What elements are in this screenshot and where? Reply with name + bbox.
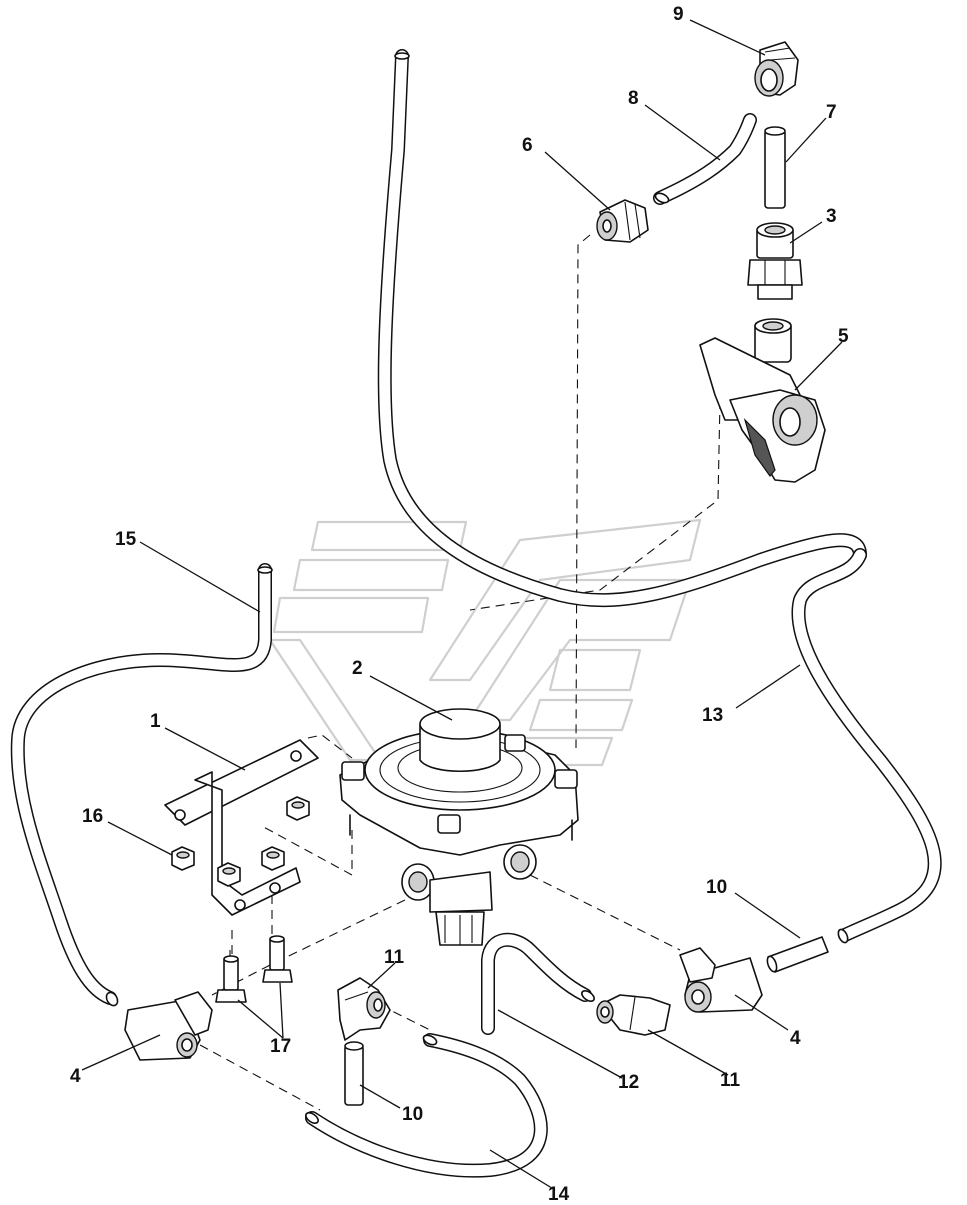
- tee-fitting-4-right: [679, 947, 763, 1013]
- callout-2: 2: [352, 658, 363, 679]
- callout-4-left: 4: [70, 1066, 81, 1087]
- callout-17: 17: [270, 1036, 291, 1057]
- relay-valve-2: [339, 708, 579, 946]
- callout-11-left: 11: [384, 947, 405, 968]
- callout-6: 6: [522, 135, 533, 156]
- callout-7: 7: [826, 102, 837, 123]
- elbow-fitting-11-left: [337, 977, 391, 1041]
- callout-9: 9: [673, 4, 684, 25]
- leader-lines: [81, 19, 843, 1191]
- callout-16: 16: [82, 806, 103, 827]
- callout-12: 12: [618, 1072, 639, 1093]
- hose-8: [653, 113, 757, 205]
- tube-7: [764, 126, 786, 209]
- tube-10-right: [766, 936, 829, 973]
- callout-4-right: 4: [790, 1028, 801, 1049]
- bolts-17: [215, 935, 293, 1003]
- callout-numbers: 1 2 3 4 4 5 6 7 8 9 10 10 11 11 12 13 14…: [70, 4, 849, 1205]
- tube-10-bottom: [344, 1041, 364, 1106]
- watermark-logo: [268, 518, 702, 767]
- elbow-fitting-11-right: [596, 994, 671, 1036]
- elbow-fitting-9: [754, 41, 799, 97]
- tee-fitting-4-left: [124, 991, 213, 1061]
- hose-13: [791, 548, 942, 944]
- callout-5: 5: [838, 326, 849, 347]
- nuts-16: [171, 796, 310, 887]
- callout-11-right: 11: [720, 1070, 741, 1091]
- hose-12: [481, 932, 595, 1035]
- callout-14: 14: [548, 1184, 570, 1205]
- hose-14: [305, 1033, 548, 1178]
- fitting-6: [596, 199, 649, 243]
- callout-15: 15: [115, 529, 137, 550]
- gladhand-5: [699, 318, 826, 483]
- callout-1: 1: [150, 711, 161, 732]
- callout-10-right: 10: [706, 877, 727, 898]
- callout-10-bottom: 10: [402, 1104, 423, 1125]
- assembly-dashed-lines: [199, 234, 721, 1111]
- long-hose-top: [377, 49, 867, 608]
- bracket-1: [164, 739, 319, 916]
- callout-8: 8: [628, 88, 639, 109]
- hose-15: [10, 563, 273, 1007]
- callout-13: 13: [702, 705, 723, 726]
- callout-3: 3: [826, 206, 837, 227]
- coupler-3: [747, 222, 803, 300]
